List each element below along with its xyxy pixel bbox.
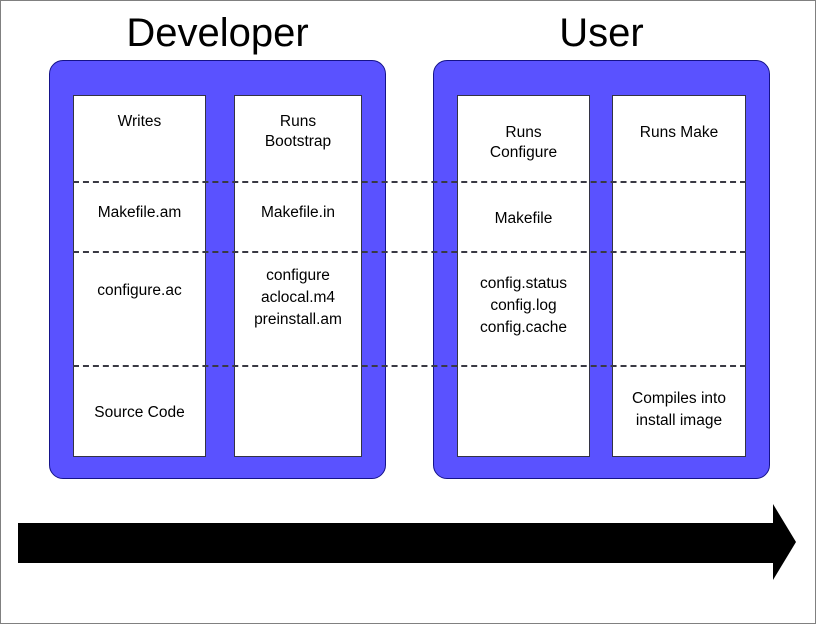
cell-make-result-line1: Compiles into: [632, 390, 726, 407]
cell-writes-action: Writes: [117, 113, 162, 130]
column-writes: Writes Makefile.am configure.ac Source C…: [73, 95, 206, 457]
column-configure: Runs Configure Makefile config.status co…: [457, 95, 590, 457]
cell-bootstrap-out-line1: configure: [266, 267, 330, 284]
cell-bootstrap-out-line2: aclocal.m4: [260, 289, 336, 306]
column-bootstrap: Runs Bootstrap Makefile.in configure acl…: [234, 95, 362, 457]
cell-bootstrap-out-line3: preinstall.am: [254, 311, 342, 328]
column-make: Runs Make Compiles into install image: [612, 95, 746, 457]
section-title-user: User: [559, 11, 644, 55]
section-title-developer: Developer: [126, 11, 309, 55]
flow-arrow-icon: [18, 504, 796, 580]
cell-make-action: Runs Make: [639, 124, 719, 141]
cell-bootstrap-makefile-in: Makefile.in: [260, 204, 336, 221]
stage-divider-1: [73, 181, 746, 183]
cell-bootstrap-action-line2: Bootstrap: [264, 133, 332, 150]
cell-configure-makefile: Makefile: [494, 210, 553, 227]
stage-divider-2: [73, 251, 746, 253]
cell-configure-out-line1: config.status: [479, 275, 568, 292]
cell-configure-out-line3: config.cache: [479, 319, 568, 336]
cell-configure-action-line2: Configure: [489, 144, 558, 161]
cell-configure-action-line1: Runs: [505, 124, 542, 141]
cell-writes-source-code: Source Code: [94, 404, 185, 421]
cell-bootstrap-action-line1: Runs: [279, 113, 317, 130]
cell-configure-out-line2: config.log: [490, 297, 557, 314]
cell-make-result-line2: install image: [635, 412, 723, 429]
cell-writes-makefile-am: Makefile.am: [97, 204, 182, 221]
cell-writes-configure-ac: configure.ac: [97, 282, 182, 299]
stage-divider-3: [73, 365, 746, 367]
